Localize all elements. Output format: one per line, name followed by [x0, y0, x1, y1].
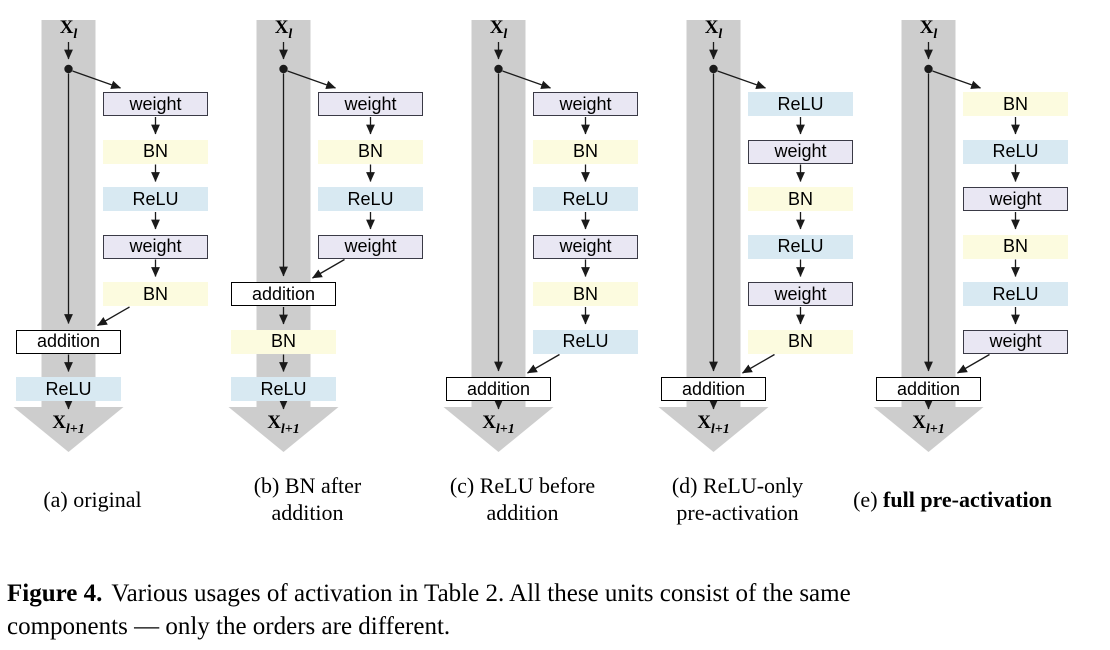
- input-label-col-a: Xl: [59, 17, 78, 42]
- column-caption-text: pre-activation: [676, 500, 799, 525]
- block-relu-col-a: ReLU: [103, 187, 208, 211]
- block-bn-col-d: BN: [748, 329, 853, 354]
- block-bn-col-e: BN: [963, 234, 1068, 259]
- block-weight-col-e: weight: [963, 329, 1068, 354]
- column-caption-text: (a) original: [43, 487, 142, 512]
- output-label-col-b: Xl+1: [267, 412, 300, 437]
- input-label-col-e: Xl: [919, 17, 938, 42]
- column-caption-a: (a) original: [0, 486, 218, 513]
- block-bn-col-b: BN: [318, 139, 423, 164]
- block-bn-col-e: BN: [963, 92, 1068, 116]
- column-caption-text: addition: [271, 500, 344, 525]
- block-weight-col-a: weight: [103, 234, 208, 259]
- input-label-col-d: Xl: [704, 17, 723, 42]
- branch-arrow-col-c: [502, 70, 552, 90]
- output-label-col-d: Xl+1: [697, 412, 730, 437]
- block-weight-col-c: weight: [533, 92, 638, 116]
- block-relu-col-d: ReLU: [748, 92, 853, 116]
- column-caption-text: (d) ReLU-only: [671, 473, 804, 498]
- caption-line-1: Figure 4. Various usages of activation in…: [7, 577, 1107, 610]
- block-weight-col-a: weight: [103, 92, 208, 116]
- block-weight-col-b: weight: [318, 92, 423, 116]
- block-weight-col-d: weight: [748, 139, 853, 164]
- block-relu-col-e: ReLU: [963, 139, 1068, 164]
- branch-dot-col-c: [494, 64, 503, 74]
- skip-arrowhead-col-e: [873, 407, 984, 452]
- branch-dot-col-d: [709, 64, 718, 74]
- output-label-col-c: Xl+1: [482, 412, 515, 437]
- block-bn-col-d: BN: [748, 187, 853, 211]
- skip-arrowhead-col-c: [443, 407, 554, 452]
- skip-arrowhead-col-a: [13, 407, 124, 452]
- block-addition-col-a: addition: [16, 329, 121, 354]
- block-addition-col-d: addition: [661, 377, 766, 401]
- merge-arrow-col-d: [742, 353, 775, 374]
- block-relu-col-d: ReLU: [748, 234, 853, 259]
- caption-line-2: components — only the orders are differe…: [7, 613, 451, 640]
- block-weight-col-d: weight: [748, 282, 853, 306]
- block-addition-col-b: addition: [231, 282, 336, 306]
- block-weight-col-c: weight: [533, 234, 638, 259]
- block-bn-col-a: BN: [103, 282, 208, 306]
- branch-dot-col-b: [279, 64, 288, 74]
- merge-arrow-col-a: [97, 306, 130, 327]
- output-label-col-e: Xl+1: [912, 412, 945, 437]
- column-caption-text: (e): [853, 487, 884, 512]
- column-caption-text: (c) ReLU before: [449, 473, 596, 498]
- block-weight-col-b: weight: [318, 234, 423, 259]
- column-caption-text: (b) BN after: [253, 473, 362, 498]
- block-relu-col-c: ReLU: [533, 329, 638, 354]
- block-addition-col-e: addition: [876, 377, 981, 401]
- block-bn-col-c: BN: [533, 282, 638, 306]
- block-relu-col-c: ReLU: [533, 187, 638, 211]
- figure-caption: Figure 4. Various usages of activation in…: [7, 577, 1107, 643]
- skip-arrowhead-col-b: [228, 407, 339, 452]
- block-relu-col-e: ReLU: [963, 282, 1068, 306]
- merge-arrow-col-e: [957, 353, 990, 374]
- block-bn-col-a: BN: [103, 139, 208, 164]
- input-label-col-c: Xl: [489, 17, 508, 42]
- skip-arrowhead-col-d: [658, 407, 769, 452]
- branch-arrow-col-e: [932, 70, 982, 90]
- merge-arrow-col-c: [527, 353, 560, 374]
- column-caption-text: full pre-activation: [883, 487, 1052, 512]
- block-relu-col-b: ReLU: [318, 187, 423, 211]
- block-weight-col-e: weight: [963, 187, 1068, 211]
- block-addition-col-c: addition: [446, 377, 551, 401]
- branch-arrow-col-a: [72, 70, 122, 90]
- column-caption-e: (e) full pre-activation: [828, 486, 1078, 513]
- block-relu-col-b: ReLU: [231, 377, 336, 401]
- output-label-col-a: Xl+1: [52, 412, 85, 437]
- caption-figure-label: Figure 4.: [7, 580, 103, 607]
- branch-dot-col-e: [924, 64, 933, 74]
- caption-text-line1: Various usages of activation in Table 2.…: [111, 580, 851, 607]
- branch-arrow-col-b: [287, 70, 337, 90]
- input-label-col-b: Xl: [274, 17, 293, 42]
- column-caption-text: addition: [486, 500, 559, 525]
- merge-arrow-col-b: [312, 258, 345, 279]
- branch-arrow-col-d: [717, 70, 767, 90]
- block-bn-col-c: BN: [533, 139, 638, 164]
- block-bn-col-b: BN: [231, 329, 336, 354]
- block-relu-col-a: ReLU: [16, 377, 121, 401]
- branch-dot-col-a: [64, 64, 73, 74]
